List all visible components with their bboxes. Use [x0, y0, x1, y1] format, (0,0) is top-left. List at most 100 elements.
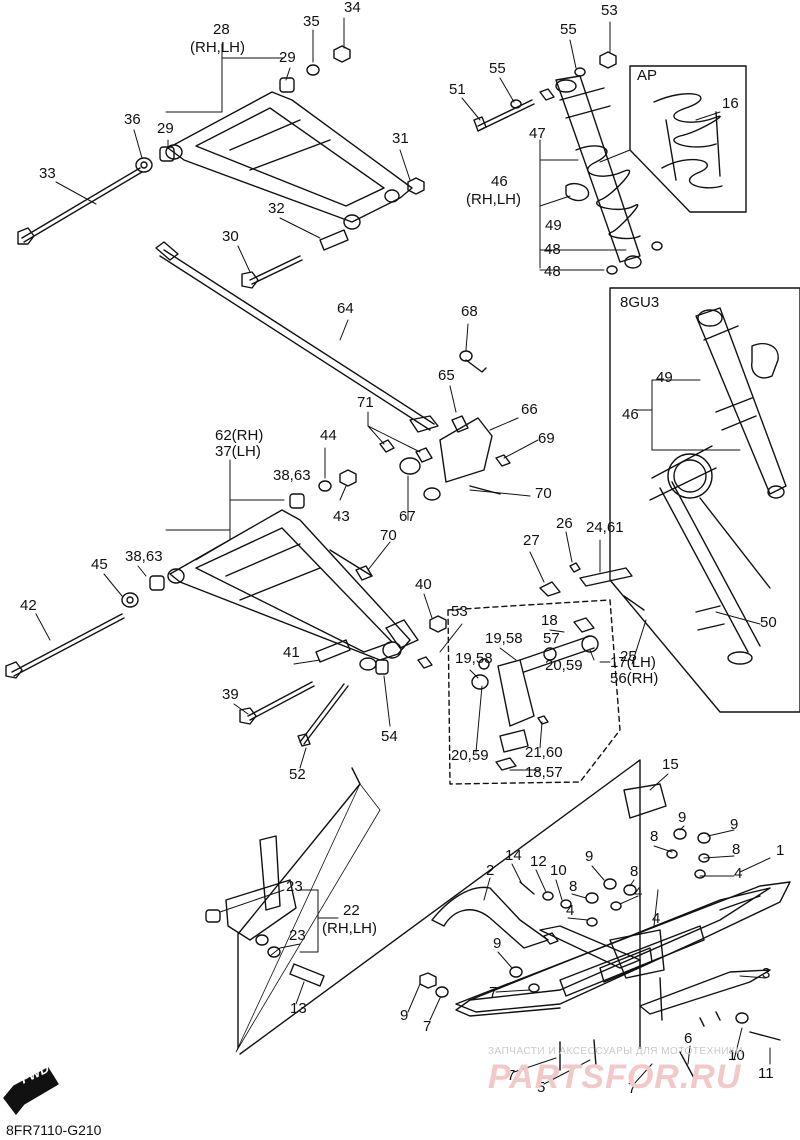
callout-c52: 52: [289, 766, 306, 783]
callout-c8b: 8: [732, 841, 741, 858]
fwd-arrow-icon: [3, 1067, 59, 1115]
callout-c53a: 53: [601, 2, 618, 19]
steering-column: [205, 759, 641, 1055]
callout-c2461: 24,61: [586, 519, 624, 536]
callout-c22: 22: [343, 902, 360, 919]
callout-c3863b: 38,63: [125, 548, 163, 565]
callout-c3863a: 38,63: [273, 467, 311, 484]
callout-c54: 54: [381, 728, 398, 745]
callout-c4a: 4: [734, 865, 743, 882]
callout-c55b: 55: [560, 21, 577, 38]
callout-c36: 36: [124, 111, 141, 128]
callout-c6: 6: [684, 1030, 693, 1047]
callout-c43: 43: [333, 508, 350, 525]
callout-c66: 66: [521, 401, 538, 418]
callout-c48b: 48: [544, 263, 561, 280]
callout-c65: 65: [438, 367, 455, 384]
ski-saddle: [431, 886, 665, 979]
callout-c62rh: 62(RH): [215, 427, 264, 444]
callout-c67: 67: [399, 508, 416, 525]
callout-c22rhlh: (RH,LH): [322, 920, 377, 937]
callout-c2: 2: [486, 862, 495, 879]
box-8gu3: [609, 287, 800, 713]
callout-c14: 14: [505, 847, 522, 864]
callout-c32: 32: [268, 200, 285, 217]
callout-c8a: 8: [650, 828, 659, 845]
lower-a-arm: [167, 509, 419, 671]
callout-c35: 35: [303, 13, 320, 30]
callout-c9b: 9: [730, 816, 739, 833]
callout-c2059b: 20,59: [451, 747, 489, 764]
callout-c2059a: 20,59: [545, 657, 583, 674]
callout-c46b: 46: [622, 406, 639, 423]
upper-a-arm: [165, 91, 413, 230]
callout-c46rhlh: (RH,LH): [466, 191, 521, 208]
callout-c4c: 4: [566, 902, 575, 919]
callout-c9a: 9: [678, 809, 687, 826]
callout-c12: 12: [530, 853, 547, 870]
lower-arm-hardware: [5, 469, 447, 747]
callout-c27: 27: [523, 532, 540, 549]
callout-c45: 45: [91, 556, 108, 573]
callout-c28: 28: [213, 21, 230, 38]
callout-c13: 13: [290, 1000, 307, 1017]
callout-c23a: 23: [286, 878, 303, 895]
wear-bar: [639, 969, 771, 1027]
callout-c9e: 9: [400, 1007, 409, 1024]
callout-c41: 41: [283, 644, 300, 661]
spindle-box: [447, 562, 645, 785]
callout-c16: 16: [722, 95, 739, 112]
callout-c9d: 9: [493, 935, 502, 952]
callout-c2160: 21,60: [525, 744, 563, 761]
callout-c8d: 8: [569, 878, 578, 895]
callout-c44: 44: [320, 427, 337, 444]
ap-box-label: AP: [637, 67, 658, 84]
callout-c71: 71: [357, 394, 374, 411]
leader-lines: [35, 17, 771, 1085]
watermark-brand: PARTSFOR.RU: [488, 1058, 742, 1096]
callout-c28rhlh: (RH,LH): [190, 39, 245, 56]
callout-c4d: 4: [652, 910, 661, 927]
callout-c56rh: 56(RH): [610, 670, 659, 687]
callout-c49a: 49: [545, 217, 562, 234]
callout-c49b: 49: [656, 369, 673, 386]
callout-c23b: 23: [289, 927, 306, 944]
ski-hardware: [419, 783, 781, 1079]
callout-c70a: 70: [535, 485, 552, 502]
callout-c3: 3: [762, 965, 771, 982]
callout-c37lh: 37(LH): [215, 443, 261, 460]
callout-c30: 30: [222, 228, 239, 245]
callout-c7c: 7: [507, 1067, 516, 1084]
callout-c4b: 4: [634, 884, 643, 901]
callout-c31: 31: [392, 130, 409, 147]
callout-c25: 25: [620, 648, 637, 665]
callout-c5: 5: [537, 1079, 546, 1096]
document-code: 8FR7110-G210: [6, 1122, 102, 1138]
callout-c40: 40: [415, 576, 432, 593]
callout-c70b: 70: [380, 527, 397, 544]
callout-c18a: 18: [541, 612, 558, 629]
callout-c42: 42: [20, 597, 37, 614]
callout-c17lh: 17(LH): [610, 654, 656, 671]
callout-c29a: 29: [279, 49, 296, 66]
callout-c68: 68: [461, 303, 478, 320]
callout-c7a: 7: [489, 984, 498, 1001]
upper-arm-hardware: [17, 45, 425, 289]
callout-c55a: 55: [489, 60, 506, 77]
callout-c1857: 18,57: [525, 764, 563, 781]
callout-c1: 1: [776, 842, 785, 859]
callout-c26: 26: [556, 515, 573, 532]
box-8gu3-label: 8GU3: [620, 294, 660, 311]
callout-c7b: 7: [423, 1018, 432, 1035]
callout-c10b: 10: [728, 1047, 745, 1064]
tie-rod: [155, 241, 439, 433]
ap-box: [629, 65, 747, 213]
callout-c7d: 7: [628, 1080, 637, 1097]
callout-c69: 69: [538, 430, 555, 447]
callout-c34: 34: [344, 0, 361, 16]
callout-c47: 47: [529, 125, 546, 142]
callout-c10a: 10: [550, 862, 567, 879]
callout-c53b: 53: [451, 603, 468, 620]
